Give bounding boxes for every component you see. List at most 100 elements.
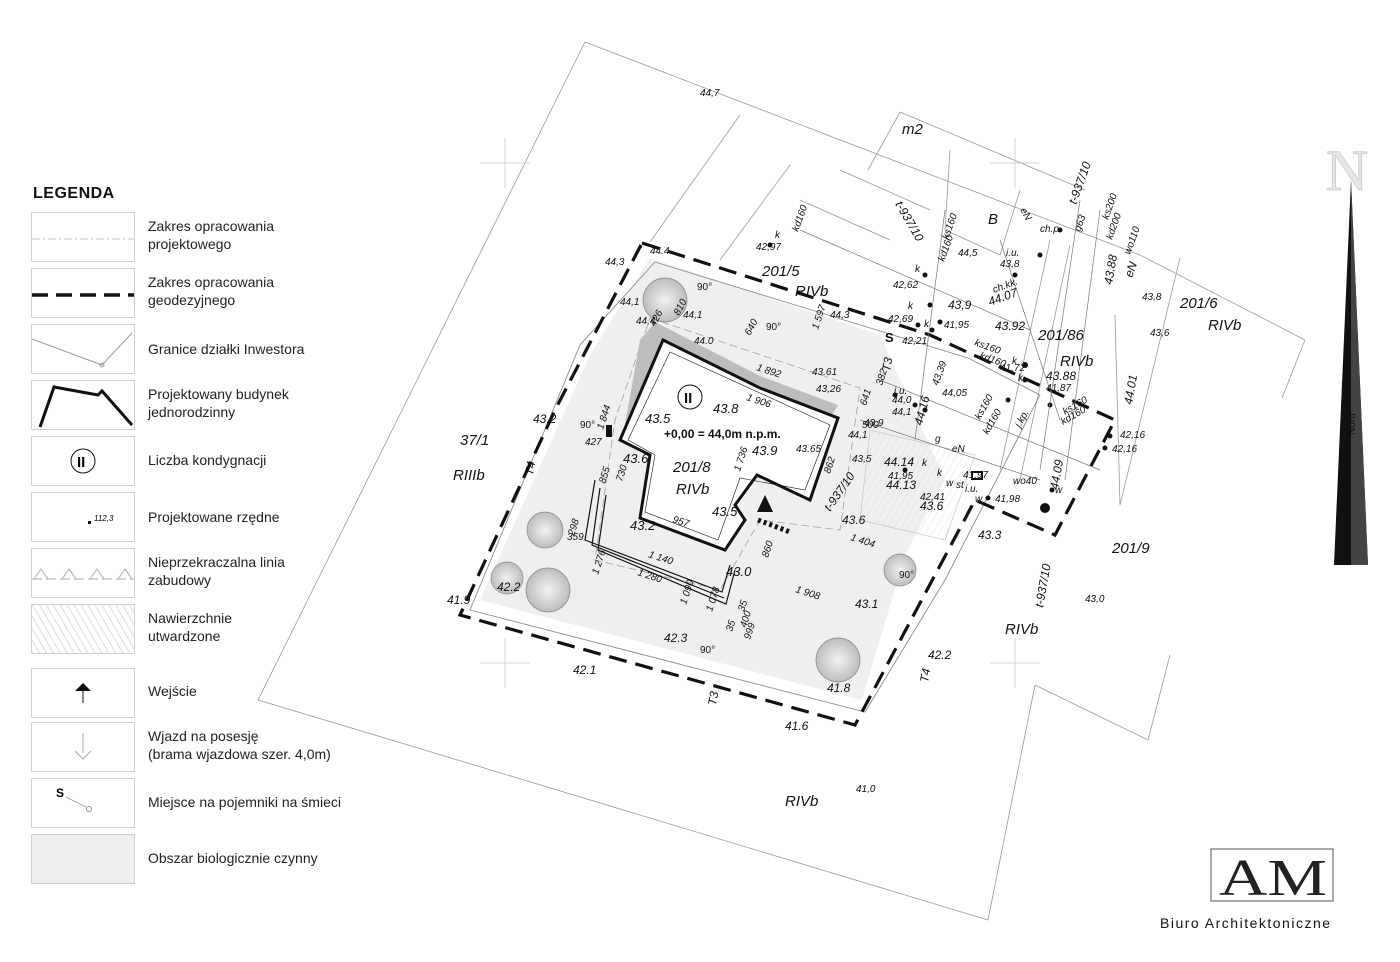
site-elevation: 44,1 (683, 310, 702, 321)
angle-mark: 90° (766, 322, 781, 333)
dimension: 500 (862, 420, 879, 431)
site-elevation: 44,1 (892, 407, 911, 418)
logo: AM (1210, 848, 1334, 905)
network-label: k (1018, 373, 1024, 384)
projected-building (618, 337, 840, 552)
tree (525, 567, 571, 613)
network-label: t-937/10 (1032, 562, 1053, 608)
site-elevation: 44,7 (700, 88, 720, 99)
legend-label: Zakres opracowania geodezyjnego (148, 274, 275, 308)
utility-points (767, 227, 1113, 513)
site-elevation: 41,0 (856, 784, 876, 795)
angle-mark: 90° (580, 420, 595, 431)
site-elevation: 43.3 (978, 528, 1002, 542)
site-elevation: 42,21 (902, 336, 927, 347)
site-elevation: 43.88 (1101, 253, 1120, 285)
site-elevation: 44,1 (620, 297, 639, 308)
network-label: k (937, 468, 943, 479)
site-elevation: 41.6 (785, 719, 809, 733)
angle-mark: 90° (899, 570, 914, 581)
legend-label: Projektowany budynek jednorodzinny (148, 386, 289, 420)
site-elevation: 43.65 (796, 444, 821, 455)
site-elevation: 44,4 (636, 316, 656, 327)
site-elevation: 43,9 (864, 418, 884, 429)
dimension: 957 (671, 514, 691, 530)
crosshairs (480, 138, 1040, 688)
logo-mark: AM (1219, 850, 1327, 905)
dimension: 862 (822, 455, 838, 475)
parcel-201-9: 201/9 (1111, 540, 1150, 557)
site-elevation: 43.92 (995, 319, 1025, 333)
parcel-201-6: 201/6 (1179, 295, 1218, 312)
legend-item-wejscie: Wejście (31, 668, 491, 718)
site-elevation: 44,05 (942, 388, 967, 399)
building-elevation: 43.2 (630, 518, 656, 533)
legend-symbol (31, 834, 135, 884)
site-elevation: 42.2 (928, 648, 952, 662)
building-elevation: 43.5 (645, 411, 671, 426)
network-label: k (915, 264, 921, 275)
network-label: t-937/10 (1066, 160, 1094, 206)
site-elevation: 44.16 (911, 394, 932, 427)
legend-symbol (31, 668, 135, 718)
plot-boundary (469, 261, 1041, 713)
parcel-b: B (988, 211, 998, 228)
dimension: 999 (742, 621, 758, 641)
dimension: 860 (760, 539, 776, 559)
network-label: k (924, 319, 930, 330)
building-line (594, 317, 861, 591)
soil-class-201-8: RIVb (676, 481, 709, 498)
bin-symbol: S (885, 330, 894, 345)
tree (642, 277, 688, 323)
site-elevation: 41,97 (963, 470, 988, 481)
legend-item-granice-dzialki: Granice działki Inwestora (31, 324, 491, 374)
legend-symbol: S (31, 778, 135, 828)
legend-item-obszar-bio: Obszar biologicznie czynny (31, 834, 491, 884)
legend-symbol (31, 722, 135, 772)
parcel-m2: m2 (902, 121, 923, 138)
legend-symbol (31, 380, 135, 430)
dimension: 382 (874, 367, 890, 387)
legend-item-rzedne: 112,3 Projektowane rzędne (31, 492, 491, 542)
legend-symbol (31, 324, 135, 374)
driveway-lines (584, 479, 736, 605)
network-label: k (1012, 356, 1018, 367)
bin-icon: S (56, 786, 64, 800)
site-elevation: 44.0 (694, 336, 714, 347)
network-label: eN (952, 444, 966, 455)
site-elevation: 42,16 (1120, 430, 1145, 441)
legend-symbol (31, 548, 135, 598)
legend-item-wjazd: Wjazd na posesję (brama wjazdowa szer. 4… (31, 722, 491, 772)
site-elevation: 43,26 (816, 384, 841, 395)
utility-networks (799, 199, 1101, 481)
network-label: g63 (1072, 213, 1088, 233)
legend-symbol (31, 212, 135, 262)
legend-label: Zakres opracowania projektowego (148, 218, 275, 252)
network-label: k (775, 230, 781, 241)
network-label: kd160 (790, 203, 810, 233)
parcel-201-86: 201/86 (1037, 327, 1085, 344)
site-elevation: 42.3 (664, 631, 688, 645)
tree-tag: T3 (879, 356, 895, 373)
tree-tag: T4 (522, 460, 538, 477)
tree-tag: T4 (917, 667, 933, 684)
site-elevation: 44,1 (848, 430, 867, 441)
site-elevation: 43,8 (1142, 292, 1162, 303)
angle-mark: 90° (697, 282, 712, 293)
legend-item-smieci: S Miejsce na pojemniki na śmieci (31, 778, 491, 828)
legend-item-zakres-projektowy: Zakres opracowania projektowego (31, 212, 491, 262)
site-elevation: 44,0 (892, 395, 912, 406)
legend-label: Miejsce na pojemniki na śmieci (148, 794, 341, 810)
legend-label: Wjazd na posesję (brama wjazdowa szer. 4… (148, 728, 331, 762)
driveway-arrow-icon (74, 750, 92, 760)
site-elevation: 43,8 (1000, 259, 1020, 270)
entrance-arrow (757, 495, 773, 512)
network-label: i.u. (965, 484, 978, 495)
site-elevation: 44.4 (650, 246, 670, 257)
context-lines (257, 41, 1306, 921)
zero-level: +0,00 = 44,0m n.p.m. (664, 427, 781, 441)
site-elevation: 44,3 (605, 257, 625, 268)
network-label: ch.p. (1040, 224, 1062, 235)
legend-label: Granice działki Inwestora (148, 341, 305, 357)
site-elevation: 43.61 (812, 367, 837, 378)
